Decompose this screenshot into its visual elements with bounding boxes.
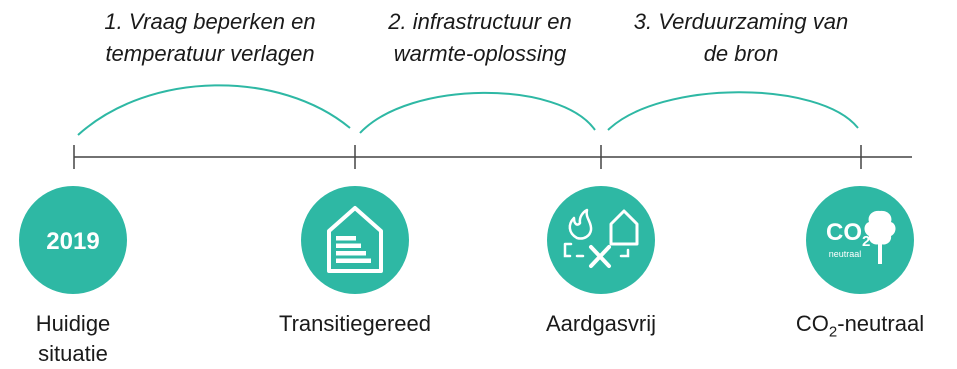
milestone-2-label: Transitiegereed [278,311,432,336]
phase-2-title: 2. infrastructuur en warmte-oplossing [355,6,605,70]
energy-label-house-icon [301,186,409,294]
phase-3-line-2: de bron [703,41,779,66]
year-badge-text: 2019 [46,228,99,255]
phase-2-arc [359,91,596,134]
phase-2-line-1: 2. infrastructuur en [388,9,572,34]
co2-icon-text: CO2 [826,219,870,250]
co2-neutral-tree-icon: CO2 neutraal [806,186,914,294]
phase-1-title: 1. Vraag beperken en temperatuur verlage… [70,6,350,70]
milestone-1-label-line-2: situatie [38,341,108,366]
phase-1-arc [77,84,351,136]
milestone-label-huidige-situatie: Huidige situatie [0,309,146,369]
milestone-3-label: Aardgasvrij [545,311,657,336]
milestone-label-co2-neutraal: CO2-neutraal [770,309,950,347]
phase-1-line-1: 1. Vraag beperken en [104,9,316,34]
co2-icon-caption: neutraal [829,249,862,259]
milestone-1-label-line-1: Huidige [35,311,111,336]
year-badge: 2019 [19,186,127,294]
phase-3-line-1: 3. Verduurzaming van [633,9,849,34]
milestone-label-transitiegereed: Transitiegereed [255,309,455,339]
phase-2-line-2: warmte-oplossing [393,41,567,66]
milestone-label-aardgasvrij: Aardgasvrij [521,309,681,339]
phase-1-line-2: temperatuur verlagen [105,41,315,66]
phase-3-title: 3. Verduurzaming van de bron [606,6,876,70]
milestone-4-label: CO2-neutraal [795,311,925,341]
no-gas-house-icon [547,186,655,294]
phase-3-arc [607,91,859,131]
